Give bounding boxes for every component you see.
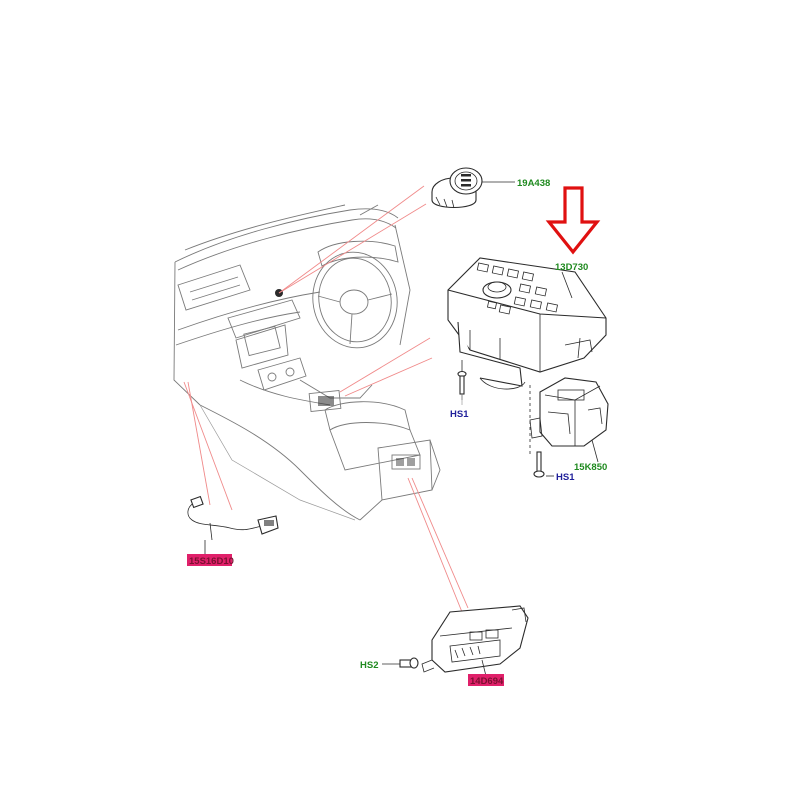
terrain-switch-label: 13D730 xyxy=(555,262,588,273)
highlight-arrow xyxy=(545,186,601,255)
seat-switch-label-highlight xyxy=(468,674,504,686)
start-button-label: 19A438 xyxy=(517,178,550,189)
hs1-upper-screw xyxy=(457,360,467,405)
hs1-lower-label: HS1 xyxy=(556,472,575,483)
callout-lines xyxy=(183,185,469,613)
dashboard-illustration xyxy=(173,204,441,521)
seat-switch-part xyxy=(421,605,529,677)
terrain-switch-part xyxy=(447,257,607,390)
start-button-part xyxy=(431,167,515,209)
harness-part xyxy=(187,495,279,556)
hs2-label: HS2 xyxy=(360,660,378,671)
control-module-part xyxy=(529,377,609,463)
control-module-label: 15K850 xyxy=(574,462,607,473)
seat-switch-label: 14D694 xyxy=(470,676,504,687)
harness-label-highlight xyxy=(187,554,232,566)
hs2-screw xyxy=(382,657,419,669)
harness-label: 15S16D10 xyxy=(189,556,234,567)
hs1-upper-label: HS1 xyxy=(450,409,469,420)
hs1-lower-screw xyxy=(533,451,554,478)
